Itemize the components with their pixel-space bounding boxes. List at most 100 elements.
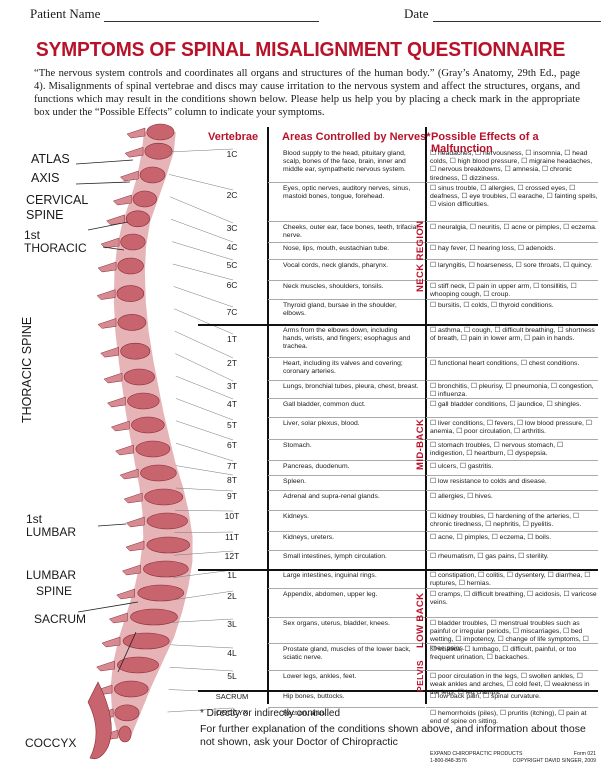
leader-line [175,398,234,421]
row-divider [198,324,598,326]
effects-cell[interactable]: ☐ kidney troubles, ☐ hardening of the ar… [430,513,580,529]
row-divider [198,690,598,692]
areas-cell: Hip bones, buttocks. [283,693,345,700]
effects-cell[interactable]: ☐ laryngitis, ☐ hoarseness, ☐ sore throa… [430,262,593,269]
leader-line [170,218,234,243]
effects-cell[interactable]: ☐ cramps, ☐ difficult breathing, ☐ acido… [430,591,597,607]
vertebra-cell: SACRUM [215,692,249,701]
vertebra-shape [108,608,178,626]
effects-cell[interactable]: ☐ allergies, ☐ hives. [430,493,493,500]
effects-cell[interactable]: ☐ low back pain, ☐ spinal curvature. [430,693,541,700]
vertebra-shape [124,142,173,160]
header-areas: Areas Controlled by Nerves* [282,131,431,143]
leader-line [174,330,234,359]
vertebra-cell: 4L [227,648,237,658]
row-divider [268,259,425,260]
row-divider [426,439,598,440]
vertebra-shape [121,560,189,578]
effects-cell[interactable]: ☐ sinus trouble, ☐ allergies, ☐ crossed … [430,185,598,209]
label-coccyx: COCCYX [25,736,77,750]
row-divider [268,670,425,671]
effects-cell[interactable]: ☐ neuralgia, ☐ neuritis, ☐ acne or pimpl… [430,224,597,231]
row-divider [426,357,598,358]
effects-cell[interactable]: ☐ asthma, ☐ cough, ☐ difficult breathing… [430,327,595,343]
effects-cell[interactable]: ☐ bronchitis, ☐ pleurisy, ☐ pneumonia, ☐… [430,383,594,399]
row-divider [426,280,598,281]
vertebra-shape [106,210,150,228]
row-divider [268,280,425,281]
areas-cell: Heart, including its valves and covering… [283,360,403,376]
leader-line [172,590,234,601]
copyright: COPYRIGHT DAVID SINGER, 2009 [512,757,596,764]
leader-line [169,196,234,224]
areas-cell: Kidneys. [283,513,310,520]
header-vertebrae: Vertebrae [208,131,259,143]
patient-name-input-line[interactable] [104,10,320,22]
effects-cell[interactable]: ☐ stiff neck, ☐ pain in upper arm, ☐ ton… [430,283,577,299]
row-divider [268,221,425,222]
label-pointer [77,601,139,613]
row-divider [426,531,598,532]
label-cervical-spine: CERVICAL SPINE [26,193,88,222]
effects-cell[interactable]: ☐ poor circulation in the legs, ☐ swolle… [430,673,590,697]
row-divider [426,182,598,183]
date-field[interactable]: Date [404,6,601,22]
vertebra-cell: 1C [226,149,238,159]
effects-cell[interactable]: ☐ headaches, ☐ nervousness, ☐ insomnia, … [430,150,593,182]
row-divider [426,259,598,260]
row-divider [268,182,425,183]
leader-line [175,420,234,441]
effects-cell[interactable]: ☐ sciatica, ☐ lumbago, ☐ difficult, pain… [430,646,577,662]
vertebra-cell: 3C [226,223,238,233]
areas-cell: Appendix, abdomen, upper leg. [283,591,378,598]
effects-cell[interactable]: ☐ ulcers, ☐ gastritis. [430,463,494,470]
effects-cell[interactable]: ☐ functional heart conditions, ☐ chest c… [430,360,580,367]
effects-cell[interactable]: ☐ hay fever, ☐ hearing loss, ☐ adenoids. [430,245,556,252]
effects-cell[interactable]: ☐ gall bladder conditions, ☐ jaundice, ☐… [430,401,582,408]
row-divider [268,475,425,476]
vertebra-cell: 3L [227,619,237,629]
date-input-line[interactable] [432,10,601,22]
effects-cell[interactable]: ☐ stomach troubles, ☐ nervous stomach, ☐… [430,442,564,458]
areas-cell: Large intestines, inguinal rings. [283,572,377,579]
effects-cell[interactable]: ☐ acne, ☐ pimples, ☐ eczema, ☐ boils. [430,534,552,541]
row-divider [268,460,425,461]
vertebra-cell: 1L [227,570,237,580]
areas-cell: Small intestines, lymph circulation. [283,553,387,560]
areas-cell: Stomach. [283,442,312,449]
vertebra-shape [119,166,166,184]
effects-cell[interactable]: ☐ constipation, ☐ colitis, ☐ dysentery, … [430,572,591,588]
header-effects: Possible Effects of a Malfunction [431,131,539,155]
footnote-star: * Directly or indirectly controlled [200,708,341,719]
leader-line [167,148,234,153]
effects-cell[interactable]: ☐ rheumatism, ☐ gas pains, ☐ sterility. [430,553,549,560]
areas-cell: Arms from the elbows down, including han… [283,327,411,351]
effects-cell[interactable]: ☐ hemorrhoids (piles), ☐ pruritis (itchi… [430,710,587,726]
areas-cell: Gall bladder, common duct. [283,401,366,408]
effects-cell[interactable]: ☐ low resistance to colds and disease. [430,478,547,485]
vertebra-cell: 7T [227,461,237,471]
leader-line [167,707,234,713]
vertebra-cell: 1T [227,334,237,344]
areas-cell: Sex organs, uterus, bladder, knees. [283,620,390,627]
effects-cell[interactable]: ☐ bursitis, ☐ colds, ☐ thyroid condition… [430,302,554,309]
footnote: * Directly or indirectly controlled For … [200,708,600,749]
leader-line [175,465,234,476]
effects-cell[interactable]: ☐ liver conditions, ☐ fevers, ☐ low bloo… [430,420,592,436]
label-pointer [87,221,129,231]
spine-svg [75,123,234,760]
vertebra-shape [101,632,170,650]
label-sacrum: SACRUM [34,612,87,626]
form-number: Form 021 [573,751,596,757]
effects-cell[interactable]: ☐ bladder troubles, ☐ menstrual troubles… [430,620,589,652]
label-first-lumbar: LUMBAR [26,525,77,539]
areas-cell: Spleen. [283,478,307,485]
row-divider [268,417,425,418]
leader-line [175,510,234,512]
vertebra-cell: 5T [227,420,237,430]
patient-name-field[interactable]: Patient Name [30,6,320,22]
row-divider [426,550,598,551]
areas-cell: Pancreas, duodenum. [283,463,350,470]
footnote-main: For further explanation of the condition… [200,723,586,748]
